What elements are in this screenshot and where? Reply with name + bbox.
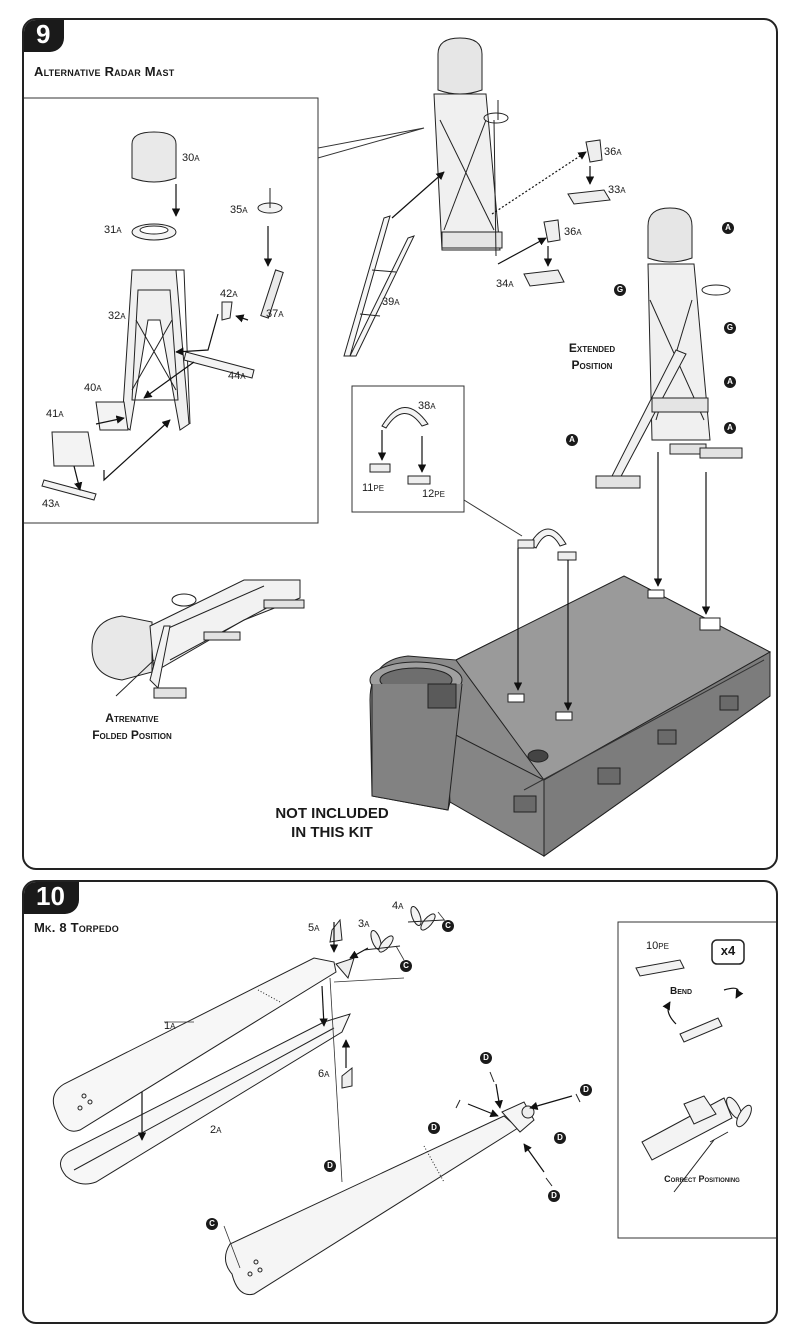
correct-positioning-detail: [641, 1095, 752, 1193]
part-label-41: 41A: [46, 408, 64, 420]
callout-badge: C: [400, 960, 412, 972]
bracket-38-detail: [369, 407, 431, 485]
part-label-36-top: 36A: [604, 146, 622, 158]
callout-badge: C: [206, 1218, 218, 1230]
part-label-1: 1A: [164, 1020, 176, 1032]
part-label-2: 2A: [210, 1124, 222, 1136]
part-label-39: 39A: [382, 296, 400, 308]
part-label-38: 38A: [418, 400, 436, 412]
callout-badge: D: [480, 1052, 492, 1064]
part-label-4: 4A: [392, 900, 404, 912]
step-10-panel: 10 Mk. 8 Torpedo: [22, 880, 778, 1324]
part-label-35: 35A: [230, 204, 248, 216]
step-number: 10: [24, 882, 79, 914]
callout-badge: A: [722, 222, 734, 234]
propeller-3a: [363, 930, 401, 953]
part-label-42: 42A: [220, 288, 238, 300]
callout-badge: G: [724, 322, 736, 334]
part-label-37: 37A: [266, 308, 284, 320]
callout-badge: D: [554, 1132, 566, 1144]
propeller-4a: [407, 906, 445, 931]
callout-badge: A: [566, 434, 578, 446]
part-label-10pe: 10PE: [646, 940, 669, 952]
callout-badge: D: [324, 1160, 336, 1172]
part-label-40: 40A: [84, 382, 102, 394]
bend-label: Bend: [670, 986, 693, 997]
pe-strip-10: [635, 959, 685, 977]
step-10-drawing: [52, 906, 776, 1296]
part-label-32: 32A: [108, 310, 126, 322]
exploded-mast: [41, 131, 284, 501]
multiplier-label: x4: [720, 943, 736, 958]
callout-badge: A: [724, 376, 736, 388]
callout-badge: G: [614, 284, 626, 296]
main-mast: [433, 37, 509, 257]
callout-badge: A: [724, 422, 736, 434]
part-label-6: 6A: [318, 1068, 330, 1080]
step-9-drawing: [24, 37, 772, 857]
torpedo-half-1a: [52, 957, 337, 1132]
part-label-33: 33A: [608, 184, 626, 196]
assembled-torpedo: [225, 1101, 535, 1296]
part-label-34: 34A: [496, 278, 514, 290]
part-label-11pe: 11PE: [362, 482, 385, 494]
part-label-36-bottom: 36A: [564, 226, 582, 238]
part-label-3: 3A: [358, 918, 370, 930]
part-label-12pe: 12PE: [422, 488, 445, 500]
callout-badge: D: [580, 1084, 592, 1096]
part-label-30: 30A: [182, 152, 200, 164]
step-title: Mk. 8 Torpedo: [34, 920, 119, 935]
conning-tower: [369, 575, 772, 857]
part-label-44: 44A: [228, 370, 246, 382]
torpedo-half-2a: [60, 1013, 351, 1185]
part-label-5: 5A: [308, 922, 320, 934]
callout-badge: C: [442, 920, 454, 932]
mast-strut-39: [343, 215, 415, 357]
folded-mast: [91, 579, 305, 699]
part-label-43: 43A: [42, 498, 60, 510]
step-title: Alternative Radar Mast: [34, 64, 175, 79]
callout-badge: D: [548, 1190, 560, 1202]
extended-mast: [595, 207, 743, 489]
step-number: 9: [24, 20, 65, 52]
part-label-31: 31A: [104, 224, 122, 236]
correct-positioning-label: Correct Positioning: [664, 1174, 740, 1184]
callout-badge: D: [428, 1122, 440, 1134]
step-9-panel: 9 Alternative Radar Mast: [22, 18, 778, 870]
multiplier-box: [711, 939, 745, 965]
